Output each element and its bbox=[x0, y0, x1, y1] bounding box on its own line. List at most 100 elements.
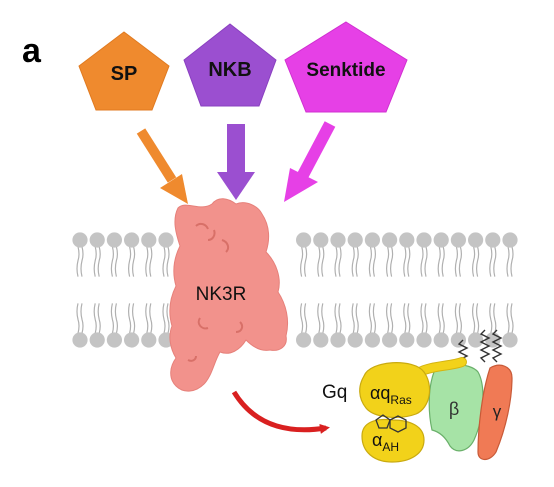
lipid-tail bbox=[110, 303, 114, 334]
lipid-head-outer bbox=[158, 232, 174, 248]
nucleotide-icon bbox=[375, 414, 407, 433]
arrow-nkb-shaft bbox=[227, 124, 245, 174]
ligand-nkb-shape bbox=[183, 23, 277, 107]
lipid-tail bbox=[145, 246, 149, 277]
lipid-tail bbox=[424, 246, 428, 277]
lipid-tail bbox=[472, 246, 476, 277]
lipid-tail bbox=[321, 246, 325, 277]
lipid-head-outer bbox=[433, 232, 449, 248]
lipid-tail bbox=[506, 303, 510, 334]
lipid-tail bbox=[355, 246, 359, 277]
lipid-tail bbox=[386, 246, 390, 277]
lipid-tail bbox=[114, 246, 118, 277]
lipid-tail bbox=[317, 246, 321, 277]
arrow-sp-head bbox=[160, 174, 188, 204]
lipid-tail bbox=[458, 303, 462, 334]
lipid-head-inner bbox=[124, 332, 140, 348]
lipid-tail bbox=[76, 303, 80, 334]
lipid-tail bbox=[368, 303, 372, 334]
ligand-nkb: NKB bbox=[183, 23, 277, 107]
alpha-ras-label: αqRas bbox=[370, 383, 412, 407]
lipid-head-inner bbox=[72, 332, 88, 348]
lipid-head-outer bbox=[382, 232, 398, 248]
lipid-tail bbox=[407, 303, 411, 334]
lipid-head-outer bbox=[364, 232, 380, 248]
lipid-tail bbox=[132, 246, 136, 277]
receptor-nk3r: NK3R bbox=[169, 198, 289, 392]
lipid-tail bbox=[437, 246, 441, 277]
lipid-tail bbox=[441, 303, 445, 334]
lipid-tail bbox=[145, 303, 149, 334]
lipid-tail bbox=[110, 246, 114, 277]
lipid-head-outer bbox=[347, 232, 363, 248]
lipid-head-inner bbox=[399, 332, 415, 348]
lipid-tail bbox=[458, 246, 462, 277]
lipid-head-inner bbox=[313, 332, 329, 348]
lipid-head-inner bbox=[296, 332, 312, 348]
alpha-ah-label: αAH bbox=[372, 430, 399, 454]
lipid-tail bbox=[149, 246, 153, 277]
lipid-tail bbox=[489, 303, 493, 334]
lipid-head-outer bbox=[106, 232, 122, 248]
arrow-nkb-head bbox=[217, 172, 255, 200]
lipid-tail bbox=[128, 246, 132, 277]
lipid-tail bbox=[317, 303, 321, 334]
lipid-head-inner bbox=[502, 332, 518, 348]
lipid-tail bbox=[166, 246, 170, 277]
lipid-tail bbox=[338, 303, 342, 334]
lipid-tail bbox=[390, 246, 394, 277]
ligand-sp: SP bbox=[78, 31, 170, 111]
lipid-tail bbox=[334, 303, 338, 334]
alpha-ah-domain bbox=[361, 418, 425, 463]
gq-complex: Gq β γ αqRas αAH bbox=[322, 329, 513, 463]
lipid-tail bbox=[351, 246, 355, 277]
lipid-tail bbox=[372, 303, 376, 334]
lipid-tail bbox=[510, 303, 514, 334]
gq-label: Gq bbox=[322, 382, 347, 403]
lipid-tail bbox=[76, 246, 80, 277]
ligand-sp-label: SP bbox=[111, 63, 138, 85]
lipid-tail bbox=[437, 303, 441, 334]
lipid-tail bbox=[128, 303, 132, 334]
lipid-head-outer bbox=[450, 232, 466, 248]
lipid-tail bbox=[162, 303, 166, 334]
lipid-head-inner bbox=[382, 332, 398, 348]
alpha-ras-domain bbox=[359, 362, 431, 418]
lipid-tail bbox=[300, 246, 304, 277]
beta-label: β bbox=[449, 399, 459, 419]
lipid-head-inner bbox=[106, 332, 122, 348]
lipid-tail bbox=[403, 303, 407, 334]
lipid-head-outer bbox=[416, 232, 432, 248]
lipid-tail bbox=[420, 303, 424, 334]
lipid-head-outer bbox=[485, 232, 501, 248]
lipid-tail bbox=[403, 246, 407, 277]
lipid-tail bbox=[420, 246, 424, 277]
lipid-tail bbox=[368, 246, 372, 277]
ligand-senktide-shape bbox=[284, 21, 408, 113]
lipid-head-inner bbox=[89, 332, 105, 348]
lipid-tail bbox=[386, 303, 390, 334]
lipid-tail bbox=[304, 303, 308, 334]
arrow-senktide-head bbox=[284, 168, 318, 202]
lipid-tail bbox=[472, 303, 476, 334]
lipid-tail bbox=[390, 303, 394, 334]
lipid-head-inner bbox=[450, 332, 466, 348]
lipid-head-inner bbox=[468, 332, 484, 348]
lipid-tail bbox=[93, 303, 97, 334]
gamma-lipid-anchor-2 bbox=[491, 329, 503, 363]
lipid-tail bbox=[97, 303, 101, 334]
lipid-head-outer bbox=[89, 232, 105, 248]
lipid-head-outer bbox=[141, 232, 157, 248]
receptor-shape bbox=[169, 198, 289, 392]
receptor-label: NK3R bbox=[196, 284, 247, 305]
gamma-label: γ bbox=[493, 402, 502, 421]
lipid-tail bbox=[424, 303, 428, 334]
lipid-tail bbox=[80, 246, 84, 277]
lipid-head-inner bbox=[364, 332, 380, 348]
activation-arrow bbox=[231, 390, 330, 434]
panel-label: a bbox=[22, 32, 42, 70]
lipid-head-inner bbox=[433, 332, 449, 348]
lipid-tail bbox=[493, 246, 497, 277]
lipid-bilayer bbox=[72, 232, 518, 348]
